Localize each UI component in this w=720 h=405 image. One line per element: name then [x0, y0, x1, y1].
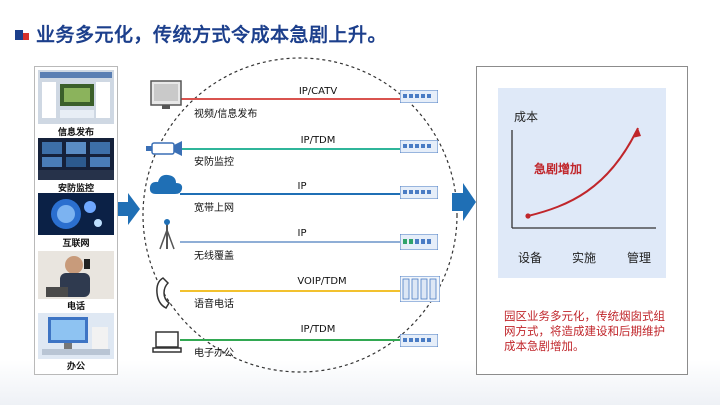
summary-note: 园区业务多元化，传统烟囱式组网方式，将造成建设和后期维护成本急剧增加。 — [504, 309, 665, 353]
left-item-label: 安防监控 — [57, 184, 94, 194]
switch-icon — [400, 140, 438, 153]
service-name: 电子办公 — [194, 348, 234, 359]
office-image — [38, 313, 114, 359]
cloud-icon — [149, 174, 183, 194]
phone-icon — [156, 277, 170, 309]
chart-annotation: 急剧增加 — [534, 162, 583, 176]
network-boundary-circle — [142, 57, 458, 373]
switch-icon — [400, 186, 438, 199]
protocol-label: IP/TDM — [300, 135, 336, 146]
chart-background — [498, 88, 666, 278]
left-item-label: 办公 — [66, 362, 85, 372]
protocol-label: IP — [297, 228, 307, 239]
monitor-icon — [150, 80, 182, 109]
chart-y-label: 成本 — [514, 110, 539, 124]
laptop-icon — [152, 331, 182, 353]
cost-curve — [527, 127, 639, 217]
switch-icon — [400, 234, 438, 250]
title-marker-icon — [15, 27, 29, 41]
protocol-label: IP/TDM — [300, 324, 336, 335]
protocol-label: IP — [297, 181, 307, 192]
pbx-icon — [400, 276, 440, 302]
arrow-right-icon — [118, 193, 140, 225]
left-item-label: 互联网 — [62, 239, 90, 249]
phone-image — [38, 251, 114, 299]
service-name: 宽带上网 — [194, 203, 234, 214]
switch-icon — [400, 334, 438, 347]
info-publishing-image — [38, 70, 114, 124]
service-image-panel: 信息发布 安防监控 互联网 电话 办公 — [34, 66, 118, 375]
service-name: 安防监控 — [194, 157, 234, 168]
camera-icon — [146, 141, 182, 156]
protocol-label: VOIP/TDM — [297, 276, 347, 287]
left-item-label: 信息发布 — [57, 128, 94, 138]
page-title: 业务多元化，传统方式令成本急剧上升。 — [36, 24, 388, 46]
chart-x-category: 实施 — [572, 251, 597, 265]
curve-start-point — [525, 213, 531, 219]
curve-arrowhead — [632, 128, 641, 138]
chart-x-category: 设备 — [518, 251, 543, 265]
arrow-right-icon — [452, 183, 476, 221]
switch-icon — [400, 90, 438, 103]
service-name: 语音电话 — [194, 299, 234, 310]
left-item-label: 电话 — [66, 302, 85, 312]
connection-lines — [180, 98, 400, 341]
antenna-icon — [159, 219, 175, 250]
service-name: 视频/信息发布 — [194, 109, 258, 120]
service-name: 无线覆盖 — [194, 251, 234, 262]
protocol-label: IP/CATV — [298, 86, 338, 97]
security-monitoring-image — [38, 138, 114, 180]
chart-x-category: 管理 — [627, 251, 652, 265]
cost-chart — [511, 127, 656, 229]
internet-image — [38, 193, 114, 235]
